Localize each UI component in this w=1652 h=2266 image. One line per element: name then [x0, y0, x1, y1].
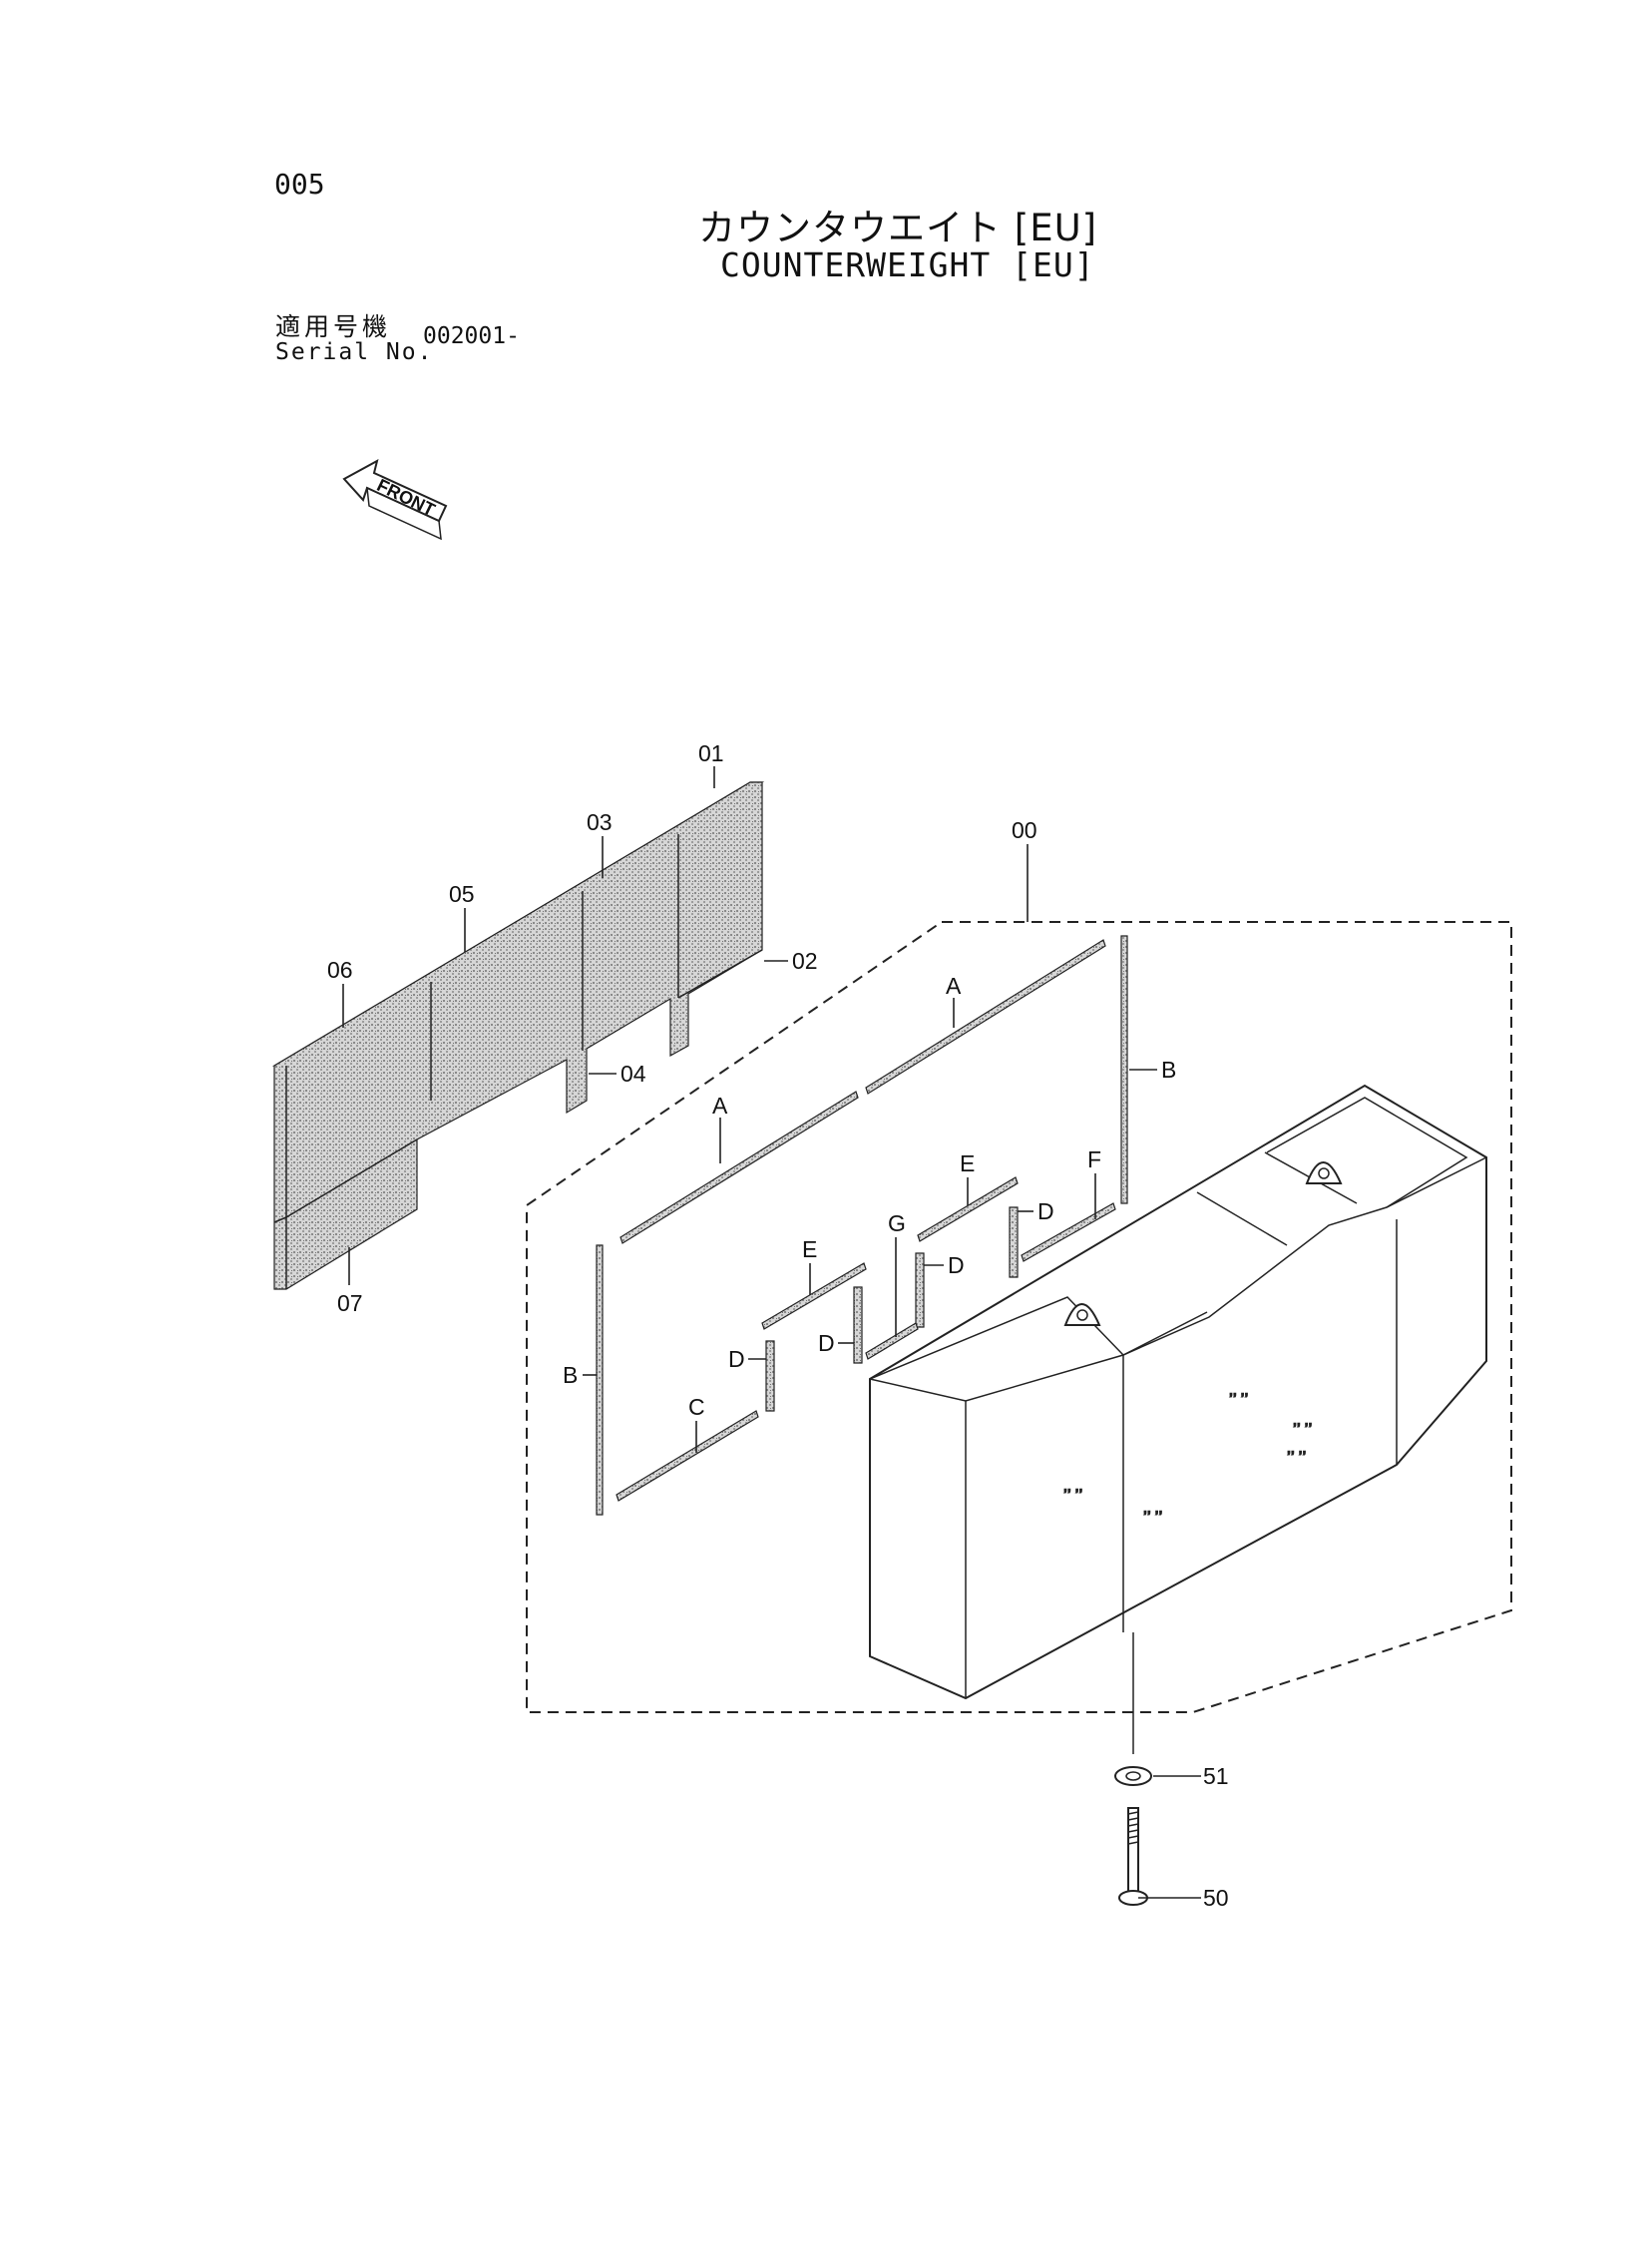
callout-05: 05: [449, 881, 475, 907]
label-g: G: [888, 1210, 906, 1236]
strip-f: [1021, 1202, 1116, 1262]
label-a-lower: A: [712, 1093, 728, 1119]
serial-label-english: Serial No.: [275, 339, 434, 365]
bolt-50-shank-icon: [1127, 1807, 1139, 1895]
callout-51: 51: [1203, 1763, 1229, 1789]
strip-e-lower: [761, 1262, 867, 1330]
callout-00: 00: [1012, 817, 1037, 843]
callout-02: 02: [792, 948, 818, 974]
serial-label-japanese: 適用号機: [275, 312, 392, 341]
spacer-strips: [596, 935, 1128, 1516]
callout-03: 03: [587, 809, 613, 835]
strip-d4: [1009, 1206, 1019, 1278]
lifting-eye-left-icon: [1063, 1303, 1101, 1326]
counterweight-top-seam-a: [1122, 1311, 1208, 1356]
callout-01: 01: [698, 740, 724, 766]
strip-g: [865, 1322, 919, 1360]
bolt-50-thread-icon: [1127, 1811, 1139, 1845]
panel-divider-07: [285, 1138, 418, 1218]
counterweight-body: ,, ,, ,, ,, ,, ,, ,, ,, ,, ,,: [869, 1084, 1487, 1700]
strip-d3: [915, 1252, 925, 1328]
washer-51-hole: [1125, 1771, 1141, 1781]
label-b-right: B: [1161, 1057, 1176, 1083]
fasteners: [1114, 1632, 1152, 1906]
label-f: F: [1087, 1146, 1101, 1172]
callout-04: 04: [620, 1061, 646, 1087]
counterweight-top-recess: [1266, 1097, 1468, 1208]
bolt-hole-marks: ,, ,, ,, ,, ,, ,, ,, ,, ,, ,,: [1062, 1381, 1313, 1517]
strip-d2: [853, 1286, 863, 1364]
page-number: 005: [274, 168, 325, 201]
label-e-upper: E: [960, 1150, 975, 1176]
counterweight-top-seam-b: [1196, 1191, 1288, 1246]
weight-panel-assembly: [271, 781, 765, 1290]
strip-e-upper: [917, 1176, 1019, 1242]
svg-text:,, ,,: ,, ,,: [1293, 1412, 1312, 1428]
label-d2: D: [818, 1330, 835, 1356]
lifting-eye-right-icon: [1305, 1161, 1343, 1184]
label-d1: D: [728, 1346, 745, 1372]
washer-51-icon: [1114, 1766, 1152, 1786]
svg-text:,, ,,: ,, ,,: [1287, 1440, 1306, 1456]
label-e-lower: E: [802, 1236, 817, 1262]
lifting-eye-right-hole: [1318, 1167, 1330, 1179]
label-b-left: B: [563, 1362, 578, 1388]
strip-d1: [765, 1340, 775, 1412]
panel-divider-02: [677, 949, 763, 999]
callout-06: 06: [327, 957, 353, 983]
title-japanese: カウンタウエイト [EU]: [698, 207, 1098, 249]
counterweight-top-back-edge: [869, 1296, 1124, 1380]
label-a-upper: A: [946, 973, 962, 999]
strip-b-left: [596, 1244, 604, 1516]
panel-divider-07b: [273, 1216, 287, 1223]
label-d4: D: [1037, 1198, 1054, 1224]
callout-50: 50: [1203, 1885, 1229, 1911]
svg-text:,, ,,: ,, ,,: [1143, 1500, 1162, 1516]
serial-number-value: 002001-: [423, 323, 520, 349]
svg-text:,, ,,: ,, ,,: [1063, 1478, 1082, 1494]
svg-text:,, ,,: ,, ,,: [1229, 1382, 1248, 1398]
lifting-eye-left-hole: [1076, 1309, 1088, 1321]
counterweight-outline: [869, 1084, 1487, 1700]
strip-c: [616, 1410, 759, 1502]
label-c: C: [688, 1394, 705, 1420]
strip-labels: A A B B C D D D D E E F G: [563, 973, 1176, 1453]
callout-07: 07: [337, 1290, 363, 1316]
callouts: 01 02 03 04 05 06 07 00 51 50: [327, 740, 1229, 1911]
panel-front-face: [273, 781, 763, 1290]
front-arrow-icon: FRONT: [342, 459, 448, 541]
strip-b-right: [1120, 935, 1128, 1204]
strip-a-lower: [620, 1091, 859, 1244]
strip-a-upper: [865, 939, 1106, 1095]
title-english: COUNTERWEIGHT [EU]: [720, 245, 1095, 284]
label-d3: D: [948, 1252, 965, 1278]
